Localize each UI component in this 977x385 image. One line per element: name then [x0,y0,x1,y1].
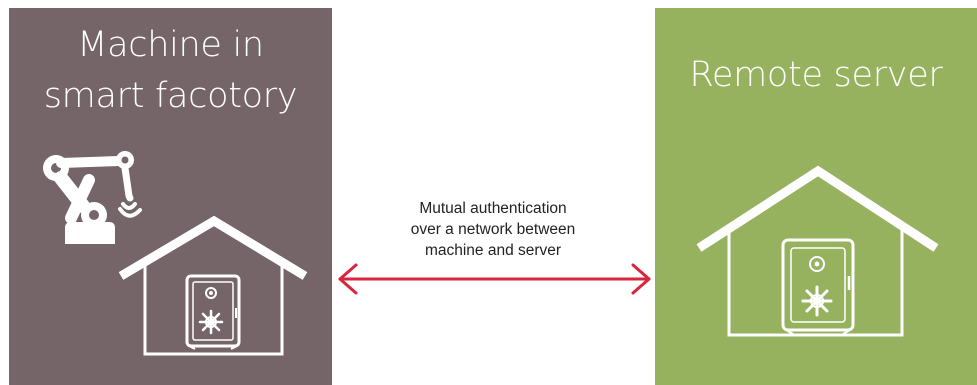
caption-line-3: machine and server [424,242,562,259]
safe-icon [781,238,855,335]
connection-caption: Mutual authentication over a network bet… [368,198,618,261]
caption-line-2: over a network between [410,221,576,238]
robot-arm-icon [43,151,142,244]
server-panel-title: Remote server [689,55,943,95]
house-icon [118,215,308,356]
machine-panel: Machine in smart facotory [9,8,332,385]
server-panel: Remote server [655,8,977,385]
machine-panel-title: Machine in smart facotory [9,20,332,122]
house-icon [696,165,939,337]
machine-title-line-1: Machine in [77,25,264,65]
machine-title-line-2: smart facotory [43,76,298,116]
caption-line-1: Mutual authentication [419,200,567,217]
safe-icon [185,274,241,350]
